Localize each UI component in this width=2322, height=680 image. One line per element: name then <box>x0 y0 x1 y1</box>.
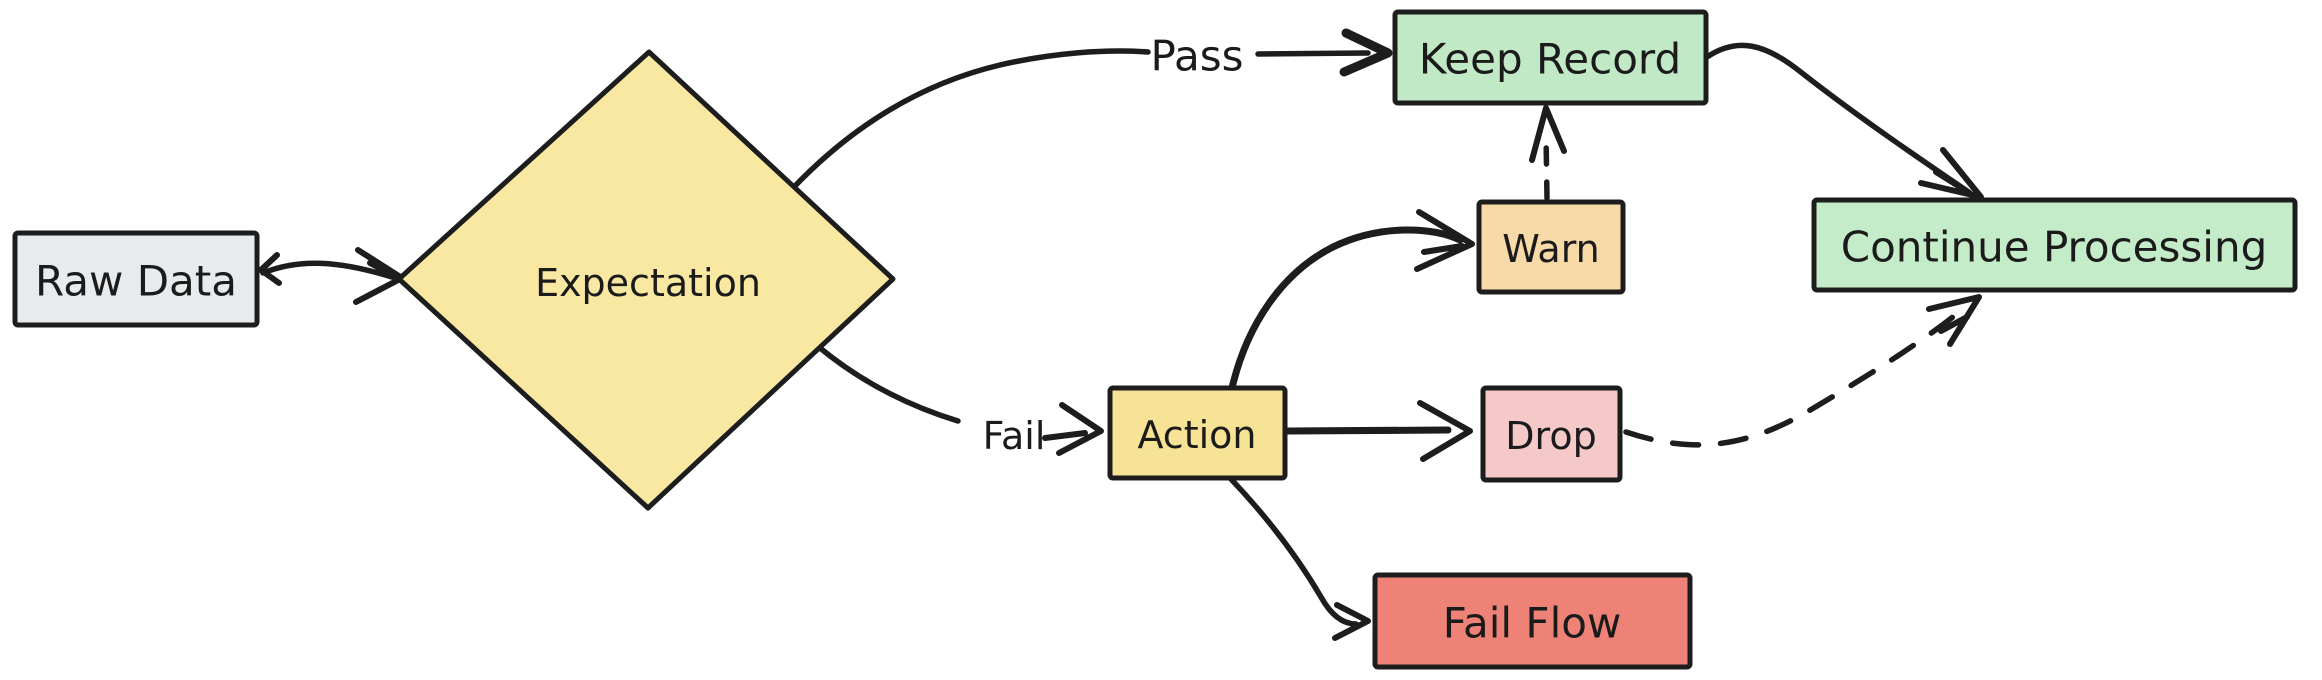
node-expectation-shape <box>396 49 896 511</box>
node-action-shape <box>1107 385 1288 481</box>
arrowhead-into-keep-record-bottom <box>1529 105 1567 163</box>
arrowhead-into-fail-flow <box>1332 602 1371 641</box>
node-continue-processing: Continue Processing <box>1811 197 2298 293</box>
node-warn: Warn <box>1476 199 1626 295</box>
edge-action-to-drop <box>1284 426 1452 435</box>
node-warn-shape <box>1476 199 1626 295</box>
edge-raw-data-to-expectation <box>260 260 395 280</box>
node-raw-data-shape <box>12 230 260 328</box>
edge-label-fail: Fail <box>983 414 1046 458</box>
arrowhead-into-keep-record <box>1339 28 1393 77</box>
edge-expectation-to-keep-record <box>790 48 1151 191</box>
arrowhead-into-action <box>1042 402 1104 456</box>
node-action-label: Action <box>1137 413 1256 457</box>
edge-action-to-warn <box>1228 226 1464 392</box>
arrowhead-into-drop <box>1417 400 1473 462</box>
node-fail-flow-shape <box>1372 572 1693 670</box>
edge-pass-arrow-segment <box>1255 50 1371 57</box>
node-keep-record-shape <box>1392 9 1709 106</box>
node-continue-processing-label: Continue Processing <box>1841 223 2267 272</box>
node-drop-shape <box>1480 385 1623 483</box>
arrowhead-into-continue-processing-bottom <box>1926 294 1982 347</box>
edge-action-to-fail-flow <box>1227 475 1359 627</box>
edge-keep-record-to-continue-processing <box>1704 42 1973 196</box>
edge-warn-to-keep-record-dashed <box>1543 132 1550 201</box>
node-action: Action <box>1107 385 1288 481</box>
node-fail-flow: Fail Flow <box>1372 572 1693 670</box>
nodes-layer: Raw Data Expectation Keep Record Warn Ac… <box>12 9 2298 670</box>
edge-label-pass: Pass <box>1151 32 1244 81</box>
node-continue-processing-shape <box>1811 197 2298 293</box>
node-keep-record-label: Keep Record <box>1419 35 1681 84</box>
node-drop-label: Drop <box>1505 414 1596 458</box>
node-expectation: Expectation <box>396 49 896 511</box>
node-raw-data: Raw Data <box>12 230 260 328</box>
node-fail-flow-label: Fail Flow <box>1443 599 1622 648</box>
arrowhead-into-warn <box>1414 209 1475 272</box>
edge-drop-to-continue-processing-dashed <box>1623 303 1969 448</box>
node-drop: Drop <box>1480 385 1623 483</box>
node-keep-record: Keep Record <box>1392 9 1709 106</box>
node-warn-label: Warn <box>1502 227 1599 271</box>
edge-labels-layer: Pass Fail <box>983 32 1244 459</box>
edges-layer <box>258 28 1984 641</box>
arrowhead-into-continue-processing-top <box>1918 147 1984 200</box>
edge-raw-data-start-tick <box>258 252 282 286</box>
node-raw-data-label: Raw Data <box>35 257 237 306</box>
edge-expectation-to-action <box>817 345 961 424</box>
node-expectation-label: Expectation <box>535 261 761 305</box>
